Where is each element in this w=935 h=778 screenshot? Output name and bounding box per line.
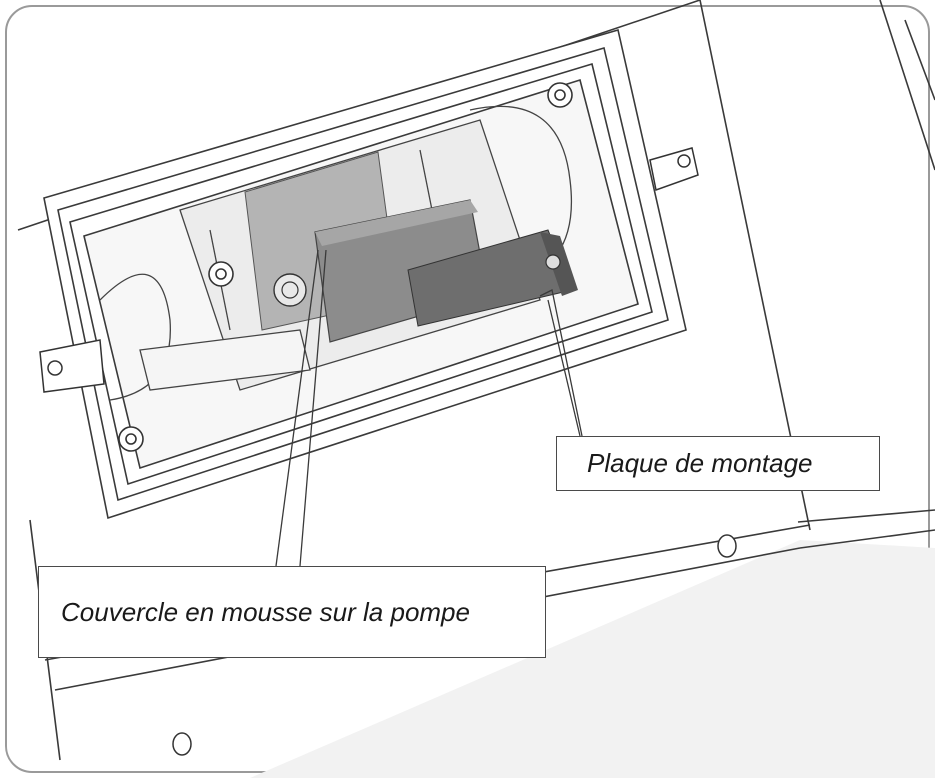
base-holes bbox=[172, 534, 737, 756]
label-mounting-plate: Plaque de montage bbox=[556, 436, 880, 491]
label-foam-cover-text: Couvercle en mousse sur la pompe bbox=[61, 596, 470, 627]
pump-fitting bbox=[273, 273, 307, 307]
mounting-tabs bbox=[39, 147, 699, 393]
leader-lines bbox=[275, 249, 583, 567]
label-foam-cover: Couvercle en mousse sur la pompe bbox=[38, 566, 546, 658]
pump-assembly bbox=[244, 151, 578, 343]
foam-cover-top bbox=[315, 200, 478, 246]
floor-shadow bbox=[250, 540, 935, 778]
leader-foam-cover bbox=[275, 249, 319, 567]
corner-screws bbox=[118, 82, 573, 452]
label-mounting-plate-text: Plaque de montage bbox=[587, 448, 813, 478]
leader-mounting-plate bbox=[539, 289, 583, 437]
plate-screw bbox=[545, 254, 561, 270]
